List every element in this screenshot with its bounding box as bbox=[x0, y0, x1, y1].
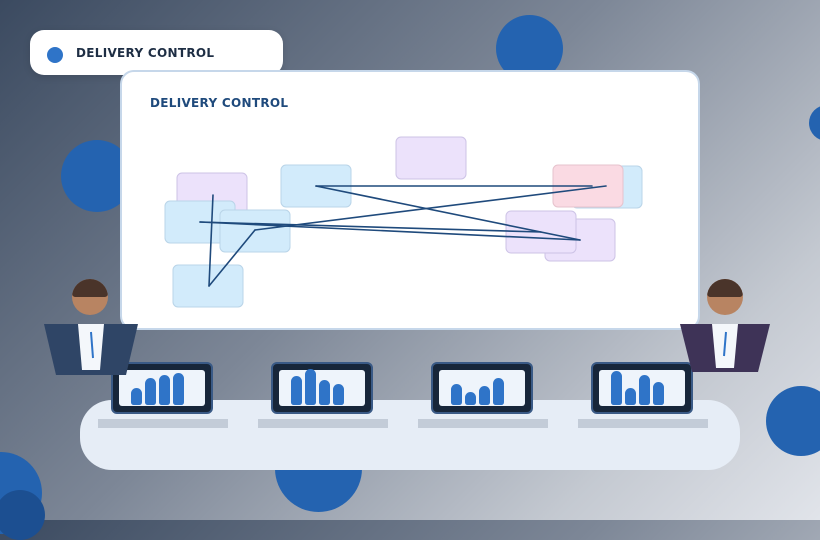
chart-bar bbox=[305, 369, 316, 405]
monitor-screen bbox=[279, 369, 365, 406]
operator-head bbox=[72, 279, 108, 315]
chart-bar bbox=[479, 386, 490, 405]
connector-line bbox=[199, 221, 542, 233]
monitor bbox=[591, 362, 693, 414]
operator-hair bbox=[72, 279, 108, 297]
keyboard bbox=[98, 419, 228, 428]
chart-bar bbox=[319, 380, 330, 405]
connector-line bbox=[254, 185, 607, 231]
chart-bar bbox=[653, 382, 664, 405]
chart-bar bbox=[493, 378, 504, 405]
delivery-board: DELIVERY CONTROL bbox=[120, 70, 700, 330]
network-diagram bbox=[164, 136, 643, 308]
header-chip: DELIVERY CONTROL bbox=[30, 30, 283, 75]
keyboard bbox=[258, 419, 388, 428]
connector-line bbox=[208, 229, 256, 287]
operator-body bbox=[44, 324, 138, 375]
diagram-card bbox=[172, 264, 244, 308]
chart-bar bbox=[625, 388, 636, 405]
chart-bar bbox=[451, 384, 462, 405]
monitor-screen bbox=[119, 370, 205, 406]
monitor bbox=[431, 362, 533, 414]
monitor-screen bbox=[599, 370, 685, 406]
operator-body bbox=[680, 324, 770, 372]
chart-bar bbox=[291, 376, 302, 405]
board-title: DELIVERY CONTROL bbox=[150, 96, 289, 110]
connector-line bbox=[199, 221, 581, 241]
background-circle bbox=[0, 490, 45, 540]
chart-bar bbox=[465, 392, 476, 405]
chart-bar bbox=[333, 384, 344, 405]
keyboard bbox=[418, 419, 548, 428]
chart-bar bbox=[145, 378, 156, 405]
chip-title: DELIVERY CONTROL bbox=[76, 46, 215, 60]
connector-line bbox=[208, 194, 214, 287]
operator-right bbox=[680, 279, 770, 375]
chart-bar bbox=[173, 373, 184, 405]
connector-line bbox=[315, 185, 581, 241]
chart-bar bbox=[611, 371, 622, 405]
diagram-card bbox=[395, 136, 467, 180]
chart-bar bbox=[159, 375, 170, 405]
background-circle bbox=[766, 386, 820, 456]
monitor-screen bbox=[439, 370, 525, 406]
operator-left bbox=[44, 279, 138, 375]
status-dot-icon bbox=[47, 47, 63, 63]
monitor bbox=[111, 362, 213, 414]
background-circle bbox=[809, 105, 820, 141]
chart-bar bbox=[131, 388, 142, 405]
operator-hair bbox=[707, 279, 743, 297]
chart-bar bbox=[639, 375, 650, 405]
operator-head bbox=[707, 279, 743, 315]
monitor bbox=[271, 362, 373, 414]
keyboard bbox=[578, 419, 708, 428]
